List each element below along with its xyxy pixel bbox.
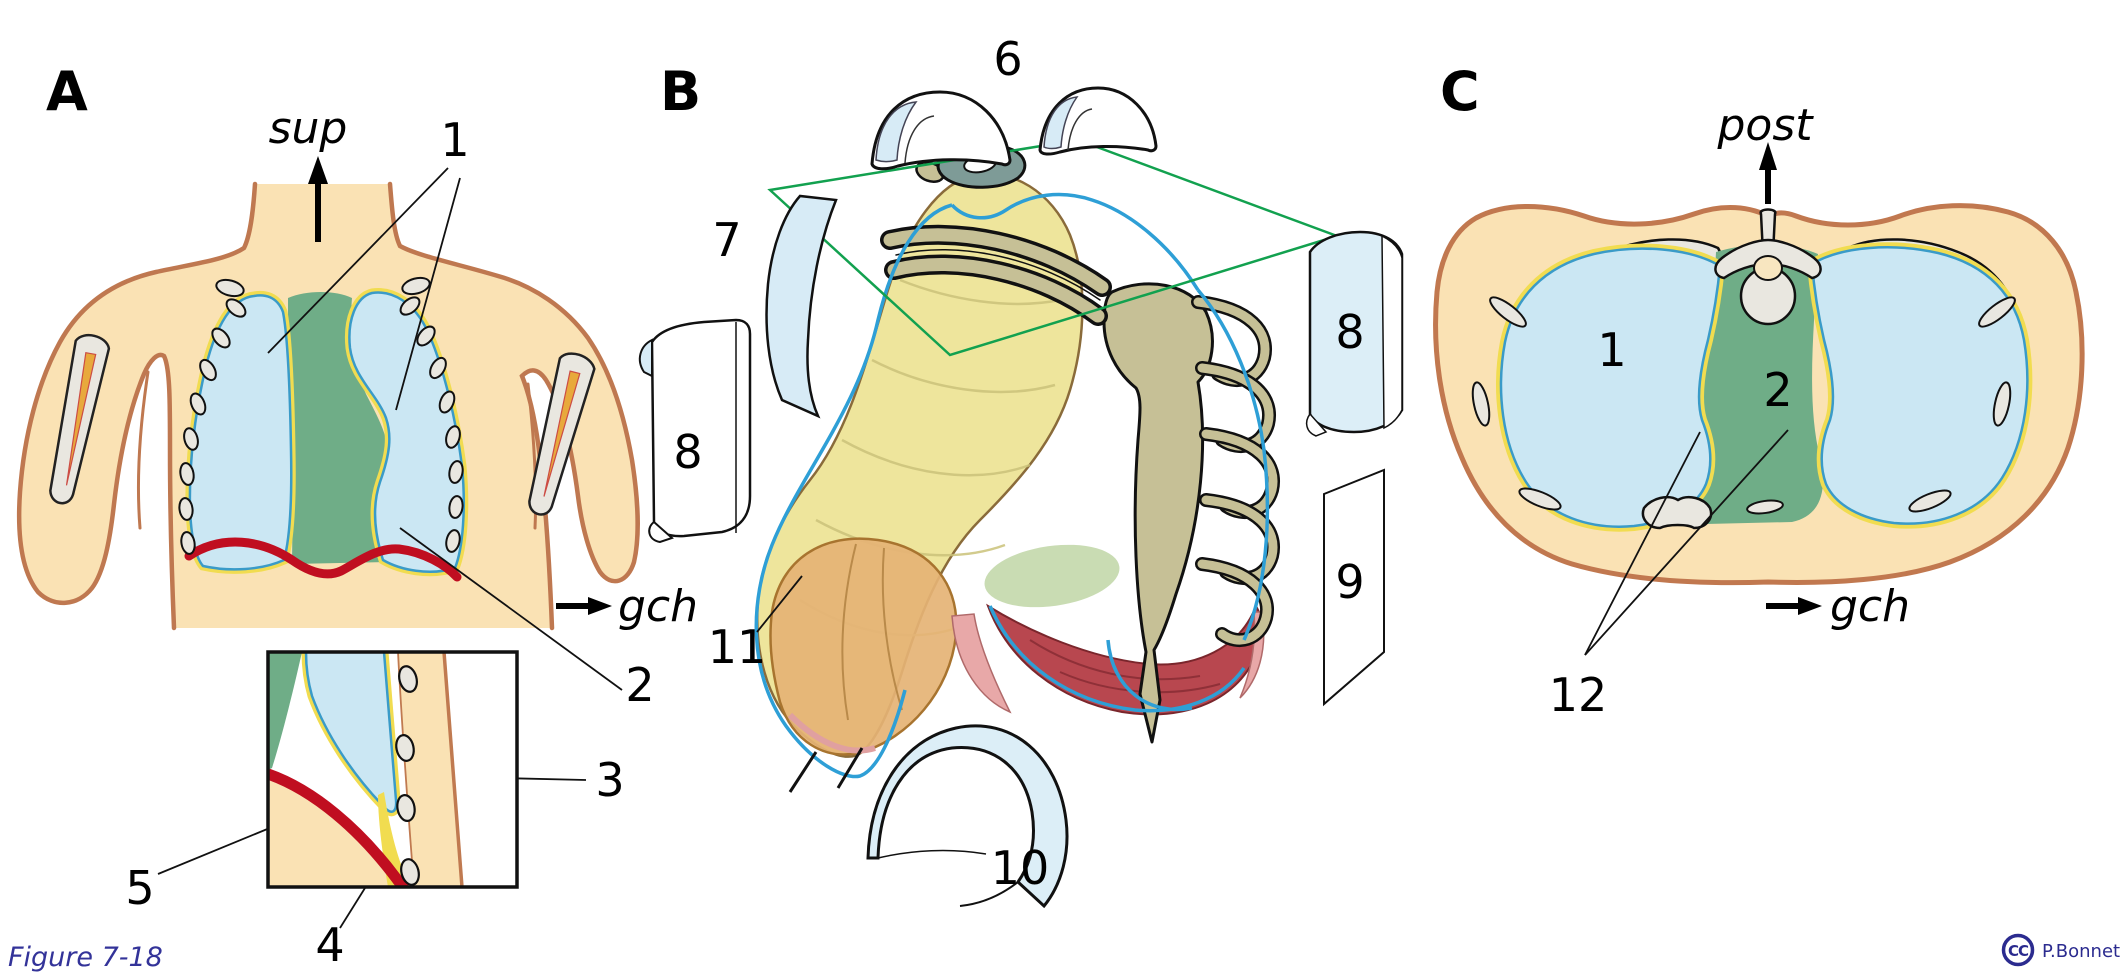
label-2-c: 2 <box>1763 363 1792 417</box>
label-2-a: 2 <box>625 658 654 712</box>
credit-name: P.Bonnet <box>2042 941 2120 962</box>
leader-11 <box>756 575 803 633</box>
diaphragm-line <box>184 537 462 582</box>
panel-a-letter: A <box>46 60 88 123</box>
pleura-tube-8-right <box>1305 230 1404 437</box>
humerus-right <box>528 352 596 516</box>
inset-chest-wall <box>398 652 462 887</box>
label-1-c: 1 <box>1597 323 1626 377</box>
sternum <box>1102 282 1214 744</box>
label-7: 7 <box>712 213 741 267</box>
panel-b-letter: B <box>660 60 701 123</box>
cc-license-icon: CC <box>2001 933 2035 967</box>
lung-section-left <box>1496 243 1726 532</box>
lung-section-right <box>1806 242 2033 529</box>
up-arrow-icon <box>1759 142 1777 204</box>
label-4-a: 4 <box>315 918 344 972</box>
pleural-cupola-right <box>1038 86 1158 156</box>
armpit-crease-left <box>136 370 150 530</box>
mediastinum-region <box>288 292 389 564</box>
label-11: 11 <box>708 620 767 674</box>
pericardium-patch <box>984 544 1120 608</box>
cut-ticks <box>788 747 864 793</box>
bone-marrow-right <box>543 370 581 497</box>
inset-ribs <box>395 665 420 886</box>
label-9: 9 <box>1335 555 1364 609</box>
gch-direction-a: gch <box>556 581 698 632</box>
panel-c: post gch C 1 2 12 <box>1433 60 2085 722</box>
label-8-left: 8 <box>673 425 702 479</box>
inset-zoom-box <box>266 650 519 889</box>
sup-direction: sup <box>269 103 348 242</box>
label-sup: sup <box>269 103 348 154</box>
pleura-outline <box>754 192 1270 779</box>
pleural-cupola-left <box>870 90 1012 171</box>
inset-skin-line <box>442 652 464 887</box>
pleura-dome-10 <box>866 724 1069 909</box>
label-3-a: 3 <box>595 753 624 807</box>
label-6: 6 <box>993 32 1022 86</box>
sternum-section <box>1641 496 1713 530</box>
spinal-canal <box>1753 255 1783 281</box>
diaphragm-rim <box>787 712 876 754</box>
vertebra <box>1714 208 1822 326</box>
bone-marrow-left <box>65 351 97 486</box>
rib-sections <box>178 276 464 555</box>
panel-c-letter: C <box>1440 60 1480 123</box>
label-12-c: 12 <box>1549 668 1608 722</box>
panel-b: B 6 7 8 8 9 10 11 <box>638 32 1404 909</box>
pink-crescent-left <box>951 613 1012 714</box>
inset-border <box>266 650 519 889</box>
label-post: post <box>1716 100 1814 151</box>
rib-slivers <box>1471 296 2016 515</box>
figure-footer: Figure 7-18 CC P.Bonnet <box>8 933 2120 973</box>
label-gch-a: gch <box>618 581 698 632</box>
right-arrow-icon <box>1766 597 1822 615</box>
inset-abdomen <box>268 780 400 887</box>
post-direction: post <box>1716 100 1814 204</box>
label-5-a: 5 <box>125 861 154 915</box>
lung-left <box>185 290 296 574</box>
rib-hooks <box>1191 295 1280 648</box>
label-gch-c: gch <box>1830 581 1910 632</box>
label-8-right: 8 <box>1335 305 1364 359</box>
torso-outline-left <box>16 181 258 631</box>
humerus-left <box>49 333 111 505</box>
label-10: 10 <box>991 841 1050 895</box>
first-rib-handles <box>880 224 1112 326</box>
pleura-sheet-9 <box>1323 468 1385 707</box>
right-arrow-icon <box>556 597 612 615</box>
figure-caption: Figure 7-18 <box>8 942 163 973</box>
cc-license-text: CC <box>2008 942 2029 960</box>
pleura-tube-8-left <box>638 318 752 544</box>
diaphragm-dome <box>769 537 958 756</box>
inset-mediastinum <box>268 652 302 770</box>
pleura-sheet-7 <box>765 194 838 419</box>
gch-direction-c: gch <box>1766 581 1910 632</box>
label-1-a: 1 <box>440 113 469 167</box>
panel-c-leaders <box>1584 429 1789 656</box>
panel-a: sup gch <box>16 60 698 972</box>
up-arrow-icon <box>308 156 328 242</box>
